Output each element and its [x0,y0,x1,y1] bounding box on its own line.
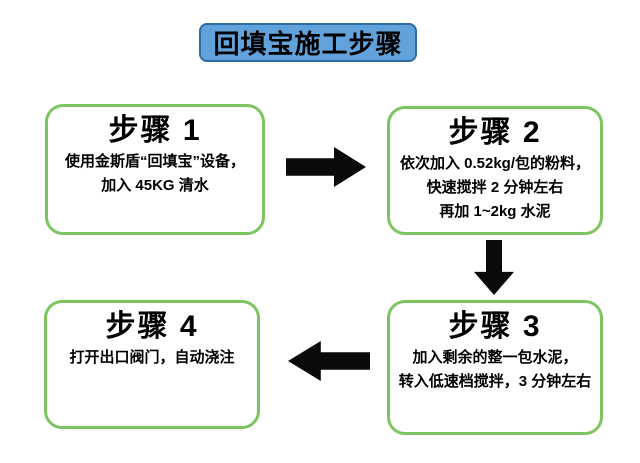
step-1-line-1: 使用金斯盾“回填宝”设备， [64,153,245,170]
step-box-3: 步骤 3 加入剩余的整一包水泥， 转入低速档搅拌，3 分钟左右 [387,300,603,435]
diagram-title: 回填宝施工步骤 [199,23,417,62]
step-1-line-2: 加入 45KG 清水 [101,177,209,194]
step-box-2: 步骤 2 依次加入 0.52kg/包的粉料， 快速搅拌 2 分钟左右 再加 1~… [387,106,603,235]
step-2-line-1: 依次加入 0.52kg/包的粉料， [399,155,591,172]
step-3-line-1: 加入剩余的整一包水泥， [412,349,578,366]
step-3-title: 步骤 3 [448,310,542,343]
down-arrow-icon [474,240,514,295]
left-arrow-icon [288,341,370,381]
diagram-title-label: 回填宝施工步骤 [213,29,403,59]
step-3-line-2: 转入低速档搅拌，3 分钟左右 [398,373,592,390]
step-2-body: 依次加入 0.52kg/包的粉料， 快速搅拌 2 分钟左右 再加 1~2kg 水… [390,152,600,224]
step-3-body: 加入剩余的整一包水泥， 转入低速档搅拌，3 分钟左右 [390,346,600,394]
step-1-body: 使用金斯盾“回填宝”设备， 加入 45KG 清水 [48,150,262,198]
step-2-title: 步骤 2 [448,116,542,149]
step-1-title: 步骤 1 [108,114,202,147]
step-4-line-1: 打开出口阀门，自动浇注 [69,349,235,366]
step-box-1: 步骤 1 使用金斯盾“回填宝”设备， 加入 45KG 清水 [45,104,265,235]
step-box-4: 步骤 4 打开出口阀门，自动浇注 [44,300,260,429]
step-4-title: 步骤 4 [105,310,199,343]
right-arrow-icon [286,147,366,187]
step-2-line-3: 再加 1~2kg 水泥 [439,203,551,220]
step-4-body: 打开出口阀门，自动浇注 [47,346,257,370]
step-2-line-2: 快速搅拌 2 分钟左右 [426,179,564,196]
